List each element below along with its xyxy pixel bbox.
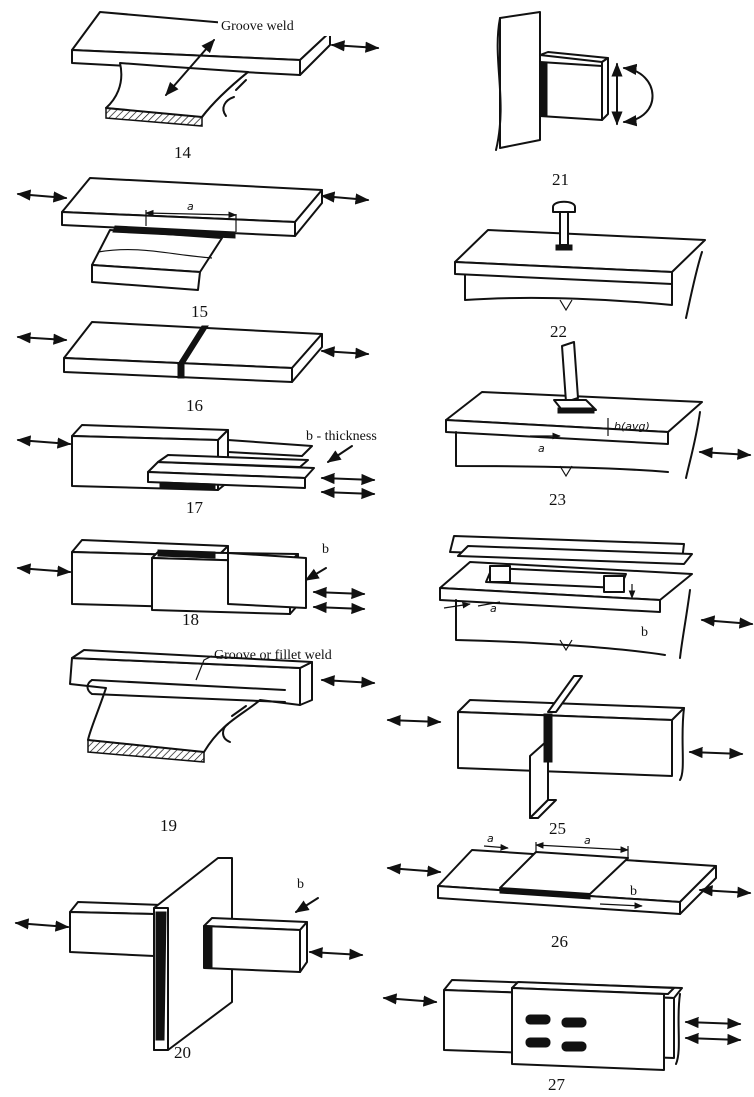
detail-16 bbox=[16, 321, 370, 383]
detail-number-22: 22 bbox=[550, 322, 567, 341]
b-label-20: b bbox=[297, 877, 304, 892]
b-label-18: b bbox=[322, 542, 329, 557]
detail-25 bbox=[386, 675, 744, 819]
groove-or-fillet-weld-label: Groove or fillet weld bbox=[214, 648, 332, 663]
b-label-24: b bbox=[641, 625, 648, 640]
groove-weld-label: Groove weld bbox=[221, 19, 294, 34]
dimension-a-23: a bbox=[538, 442, 545, 455]
b-avg-label-23: b(avg) bbox=[614, 420, 650, 433]
dimension-a-24: a bbox=[490, 602, 497, 615]
detail-14 bbox=[71, 11, 380, 127]
detail-23 bbox=[445, 341, 752, 479]
detail-number-16: 16 bbox=[186, 396, 203, 415]
detail-number-17: 17 bbox=[186, 498, 204, 517]
detail-number-15: 15 bbox=[191, 302, 208, 321]
detail-21 bbox=[495, 11, 654, 151]
detail-number-20: 20 bbox=[174, 1043, 191, 1062]
detail-20 bbox=[14, 857, 364, 1051]
dimension-a-15: a bbox=[187, 200, 194, 213]
detail-17 bbox=[16, 424, 376, 500]
detail-number-18: 18 bbox=[182, 610, 199, 629]
detail-number-23: 23 bbox=[549, 490, 566, 509]
detail-number-26: 26 bbox=[551, 932, 568, 951]
detail-number-19: 19 bbox=[160, 816, 177, 835]
dimension-a-26-top: a bbox=[584, 834, 591, 847]
detail-number-27: 27 bbox=[548, 1075, 566, 1094]
detail-19 bbox=[69, 649, 376, 763]
detail-number-21: 21 bbox=[552, 170, 569, 189]
detail-number-14: 14 bbox=[174, 143, 192, 162]
detail-number-25: 25 bbox=[549, 819, 566, 838]
b-thickness-label: b - thickness bbox=[306, 429, 377, 444]
detail-24 bbox=[439, 535, 754, 659]
detail-22 bbox=[454, 200, 706, 319]
detail-26 bbox=[386, 842, 752, 915]
b-label-26: b bbox=[630, 884, 637, 899]
groove-weld-label-bg bbox=[218, 14, 336, 36]
dimension-a-26-left: a bbox=[487, 832, 494, 845]
detail-27 bbox=[382, 979, 742, 1071]
detail-18 bbox=[16, 539, 366, 615]
detail-15 bbox=[16, 177, 370, 291]
